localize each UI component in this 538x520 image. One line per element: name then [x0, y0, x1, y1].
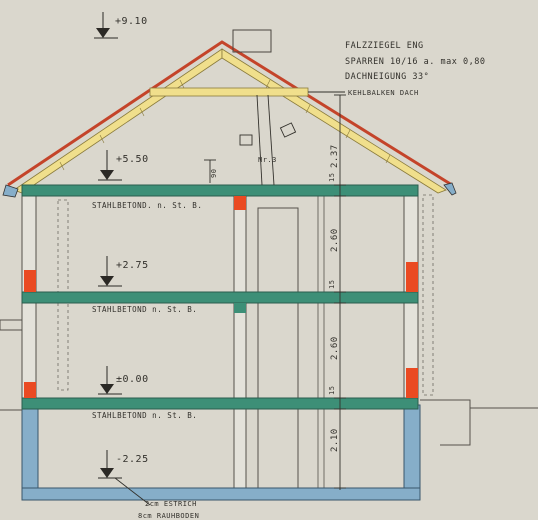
dim-basement: 2.10: [330, 428, 340, 452]
basement-wall-right: [403, 404, 421, 501]
basement-wall-left: [21, 404, 39, 501]
level-label-ground: ±0.00: [116, 374, 149, 385]
lintels: [24, 196, 418, 398]
walls: [0, 184, 538, 501]
roof-note-rafters: SPARREN 10/16 a. max 0,80: [345, 57, 485, 67]
level-markers: [94, 12, 122, 479]
floor-note-sub: 8cm RAUHBODEN: [138, 512, 199, 520]
slab-first: [21, 291, 419, 304]
level-marker-attic: [98, 150, 122, 181]
lintel-left-1: [24, 270, 36, 292]
labels: +9.10 +5.50 +2.75 ±0.00 -2.25 STAHLBETON…: [92, 16, 485, 520]
roof-note-pitch: DACHNEIGUNG 33°: [345, 72, 429, 82]
slab-label-ground: STAHLBETOND n. St. B.: [92, 411, 197, 420]
rafter-right: [221, 48, 447, 194]
roof-note-collar: KEHLBALKEN DACH: [348, 89, 419, 97]
small-dim-label: 90: [210, 169, 218, 178]
level-marker-basement: [98, 450, 122, 479]
gutter-right: [443, 182, 457, 196]
level-marker-ground: [98, 366, 122, 395]
roof-outline-red: [7, 40, 453, 187]
left-bay: [0, 319, 23, 331]
dimension-chain: [308, 91, 346, 490]
lintel-right-1: [406, 262, 418, 292]
lintel-right-2: [406, 368, 418, 398]
slab-label-attic: STAHLBETOND. n. St. B.: [92, 201, 202, 210]
slab-ground: [21, 397, 419, 410]
level-label-first: +2.75: [116, 260, 149, 271]
right-window-dash: [422, 194, 434, 396]
dim-slab1: 15: [328, 173, 336, 182]
level-label-attic: +5.50: [116, 154, 149, 165]
chimney-detail: [204, 94, 297, 186]
dim-ground: 2.60: [330, 336, 340, 360]
level-marker-ridge: [94, 12, 118, 39]
floor-note-leader: [114, 477, 151, 506]
roof: [2, 29, 457, 198]
chimney-top: [232, 29, 272, 53]
terrain-right: [420, 399, 471, 446]
slab-label-first: STAHLBETOND n. St. B.: [92, 305, 197, 314]
roof-note-tiles: FALZZIEGEL ENG: [345, 41, 424, 51]
dim-upper: 2.60: [330, 228, 340, 252]
slabs: [21, 184, 419, 410]
lintel-left-2: [24, 382, 36, 398]
level-label-ridge: +9.10: [115, 16, 148, 27]
dim-slab2: 15: [328, 280, 336, 289]
dim-slab3: 15: [328, 386, 336, 395]
collar-beam: [149, 87, 309, 97]
dim-roof: 2.37: [330, 144, 340, 168]
lintel-inner: [234, 196, 246, 210]
lintel-inner-2: [234, 303, 246, 313]
inner-wall: [233, 189, 247, 489]
slab-attic: [21, 184, 419, 197]
level-marker-first: [98, 256, 122, 287]
chimney-label: Nr.3: [258, 156, 277, 164]
floor-note-screed: 2cm ESTRICH: [145, 500, 197, 508]
gutter-left: [2, 184, 19, 198]
basement-floor: [21, 487, 421, 501]
level-label-basement: -2.25: [116, 454, 149, 465]
